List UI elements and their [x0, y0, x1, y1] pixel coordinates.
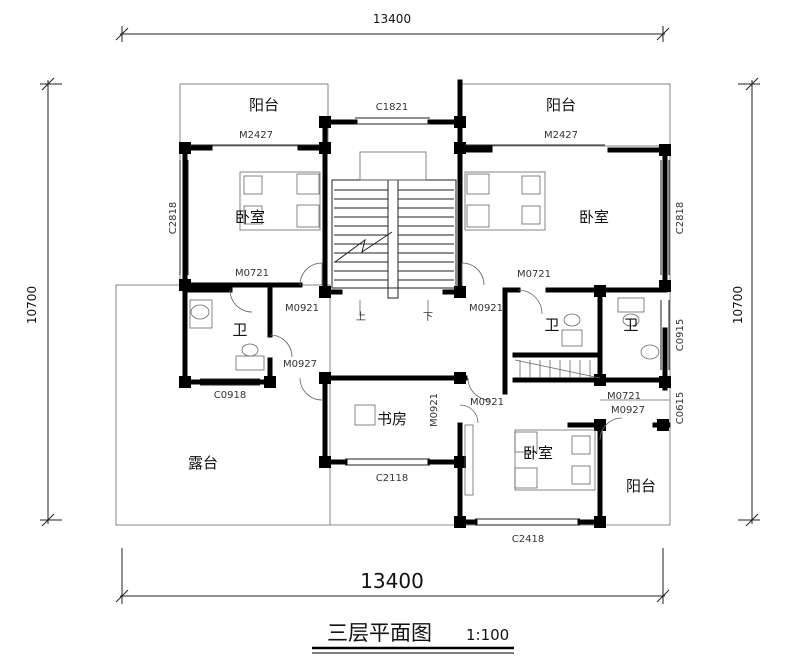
drawing-scale: 1:100	[466, 626, 509, 644]
label-c2818-right: C2818	[675, 202, 686, 234]
label-m2427-right: M2427	[544, 130, 578, 141]
label-m0721-right: M0721	[517, 269, 551, 280]
stair-up-label: 上	[356, 311, 366, 323]
drawing-title: 三层平面图	[327, 621, 432, 645]
room-bath-mid: 卫	[544, 316, 559, 334]
room-bedroom-bottom: 卧室	[523, 444, 553, 462]
label-c1821: C1821	[376, 102, 408, 113]
label-c2818-left: C2818	[168, 202, 179, 234]
bed-bottom	[514, 429, 596, 491]
label-m0721-left: M0721	[235, 268, 269, 279]
label-m2427-left: M2427	[239, 130, 273, 141]
windows	[179, 117, 670, 526]
walls	[182, 79, 671, 525]
room-terrace: 露台	[188, 454, 218, 472]
doors	[229, 262, 623, 441]
room-bath-right: 卫	[623, 316, 638, 334]
sink-right	[640, 344, 660, 360]
label-c0615: C0615	[675, 392, 686, 424]
dimension-lines	[40, 26, 760, 604]
dimension-bottom: 13400	[360, 569, 424, 593]
label-m0921-right: M0921	[469, 303, 503, 314]
label-m0927-right: M0927	[611, 405, 645, 416]
room-study: 书房	[377, 410, 407, 428]
room-bedroom-right: 卧室	[579, 208, 609, 226]
bed-right	[464, 171, 546, 231]
study-desk	[354, 404, 376, 426]
dimension-right: 10700	[731, 286, 745, 324]
label-m0927-left: M0927	[283, 359, 317, 370]
label-c2118: C2118	[376, 473, 408, 484]
label-m0921-left: M0921	[285, 303, 319, 314]
sink-left	[190, 304, 210, 320]
staircase	[331, 151, 457, 316]
label-c0915: C0915	[675, 319, 686, 351]
room-bedroom-left: 卧室	[235, 208, 265, 226]
furniture	[189, 171, 660, 496]
label-m0921-center: M0921	[470, 397, 504, 408]
label-c2418: C2418	[512, 534, 544, 545]
room-balcony-top-right: 阳台	[546, 96, 576, 114]
label-c0918: C0918	[214, 390, 246, 401]
label-m0721-small: M0721	[607, 391, 641, 402]
label-m0921-study: M0921	[429, 393, 440, 427]
dimension-left: 10700	[25, 286, 39, 324]
bed-left	[239, 171, 321, 231]
room-balcony-bottom-right: 阳台	[626, 477, 656, 495]
columns	[179, 116, 671, 528]
dimension-top: 13400	[373, 12, 411, 26]
room-bath-left: 卫	[232, 321, 247, 339]
stair-down-label: 下	[423, 312, 433, 323]
toilet-mid	[563, 313, 581, 327]
room-balcony-top-left: 阳台	[249, 96, 279, 114]
toilet-left	[241, 343, 259, 357]
